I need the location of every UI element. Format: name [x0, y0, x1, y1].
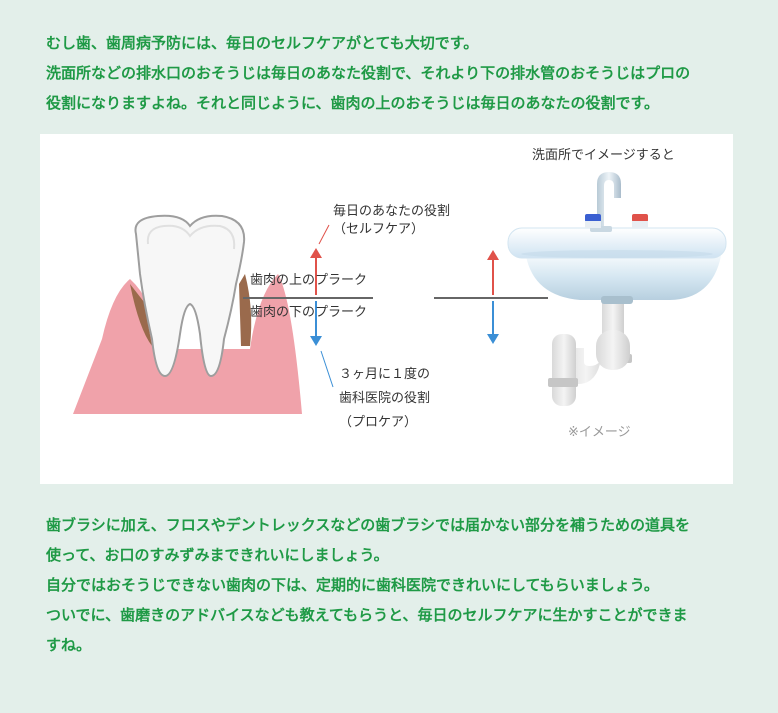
faucet: [597, 172, 621, 232]
pro-care-label: ３ヶ月に１度の 歯科医院の役割 （プロケア）: [339, 363, 430, 435]
plaque-above-label: 歯肉の上のプラーク: [250, 273, 368, 288]
subgingival-plaque: [130, 284, 152, 346]
plaque-illustration: 毎日のあなたの役割 （セルフケア） 歯肉の上のプラーク 歯肉の下のプラーク ３ヶ…: [40, 134, 733, 484]
outro-text: 歯ブラシに加え、フロスやデントレックスなどの歯ブラシでは届かない部分を補うための…: [46, 510, 746, 660]
self-care-pointer: [318, 224, 330, 245]
drain-pipe-outlet: [596, 330, 630, 370]
sink-note: ※イメージ: [568, 425, 631, 440]
sink-drain: [601, 296, 633, 304]
intro-line-1: むし歯、歯周病予防には、毎日のセルフケアがとても大切です。: [46, 34, 479, 52]
sink-title: 洗面所でイメージすると: [532, 148, 675, 163]
outro-line-4: ついでに、歯磨きのアドバイスなども教えてもらうと、毎日のセルフケアに生かすことが…: [46, 606, 688, 624]
plaque-below-label: 歯肉の下のプラーク: [250, 305, 368, 320]
tooth-inner-line: [146, 224, 236, 250]
subgingival-plaque-right: [239, 274, 252, 346]
sink-basin: [526, 256, 721, 300]
sink-rim-shadow: [521, 250, 713, 258]
tooth-shape: [134, 214, 246, 378]
hot-handle-base: [632, 221, 648, 228]
pro-care-label-line-2: 歯科医院の役割: [339, 391, 431, 406]
sink-pro-care-arrowhead: [487, 334, 499, 344]
intro-line-3: 役割になりますよね。それと同じように、歯肉の上のおそうじは毎日のあなたの役割です…: [46, 94, 660, 112]
outro-line-5: すね。: [46, 636, 92, 654]
self-care-label: 毎日のあなたの役割 （セルフケア）: [333, 203, 450, 239]
pro-care-arrowhead: [310, 336, 322, 346]
outro-line-3: 自分ではおそうじできない歯肉の下は、定期的に歯科医院できれいにしてもらいましょう…: [46, 576, 659, 594]
self-care-label-line-1: 毎日のあなたの役割: [333, 204, 451, 219]
illustration-graphics: [73, 172, 727, 414]
cold-handle-base: [585, 221, 601, 228]
gum-shape: [73, 274, 302, 414]
pro-care-pointer: [320, 350, 334, 388]
intro-text: むし歯、歯周病予防には、毎日のセルフケアがとても大切です。 洗面所などの排水口の…: [46, 28, 746, 118]
hot-handle: [632, 214, 648, 222]
outro-line-2: 使って、お口のすみずみまできれいにしましょう。: [46, 546, 389, 564]
pro-care-label-line-3: （プロケア）: [339, 415, 418, 430]
intro-line-2: 洗面所などの排水口のおそうじは毎日のあなた役割で、それより下の排水管のおそうじは…: [46, 64, 691, 82]
outro-line-1: 歯ブラシに加え、フロスやデントレックスなどの歯ブラシでは届かない部分を補うための…: [46, 516, 690, 534]
sink-self-care-arrowhead: [487, 250, 499, 260]
self-care-label-line-2: （セルフケア）: [333, 222, 425, 237]
pro-care-label-line-1: ３ヶ月に１度の: [339, 367, 431, 382]
cold-handle: [585, 214, 601, 222]
drain-pipe-vertical: [552, 334, 576, 406]
drain-pipe-joint: [548, 378, 578, 387]
self-care-arrowhead: [310, 248, 322, 258]
